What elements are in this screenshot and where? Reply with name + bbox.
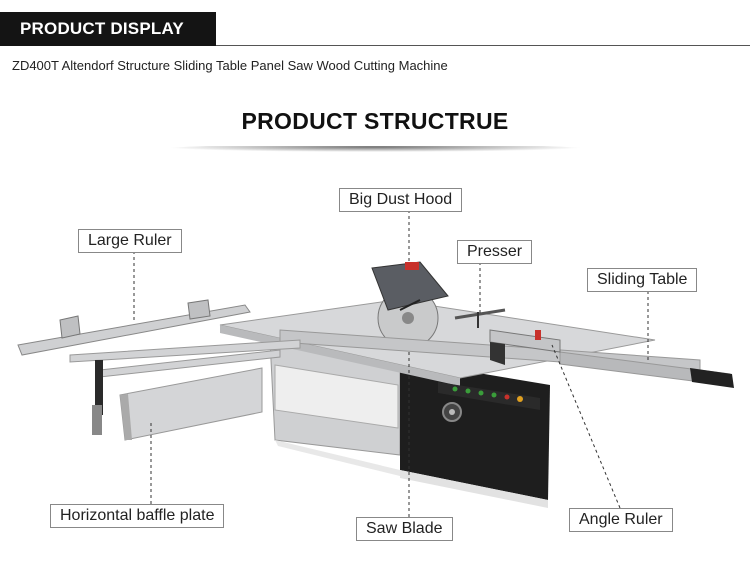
callout-horizontal-baffle-plate: Horizontal baffle plate bbox=[50, 504, 225, 528]
callout-sliding-table: Sliding Table bbox=[587, 268, 698, 292]
callout-large-ruler: Large Ruler bbox=[78, 229, 182, 253]
callout-saw-blade: Saw Blade bbox=[356, 517, 453, 541]
control-panel bbox=[438, 382, 540, 410]
product-subtitle: ZD400T Altendorf Structure Sliding Table… bbox=[12, 58, 448, 73]
section-header: PRODUCT DISPLAY bbox=[0, 12, 216, 46]
title-underline-shadow bbox=[165, 146, 585, 154]
control-buttons bbox=[452, 386, 523, 402]
section-title: PRODUCT STRUCTRUE bbox=[241, 108, 509, 134]
callout-angle-ruler: Angle Ruler bbox=[569, 508, 673, 532]
header-divider bbox=[216, 45, 750, 46]
callout-big-dust-hood: Big Dust Hood bbox=[339, 188, 463, 212]
leader-angle-ruler bbox=[551, 344, 621, 509]
presser-bar bbox=[454, 308, 506, 320]
dust-hood bbox=[371, 261, 449, 311]
callout-presser: Presser bbox=[457, 240, 533, 264]
